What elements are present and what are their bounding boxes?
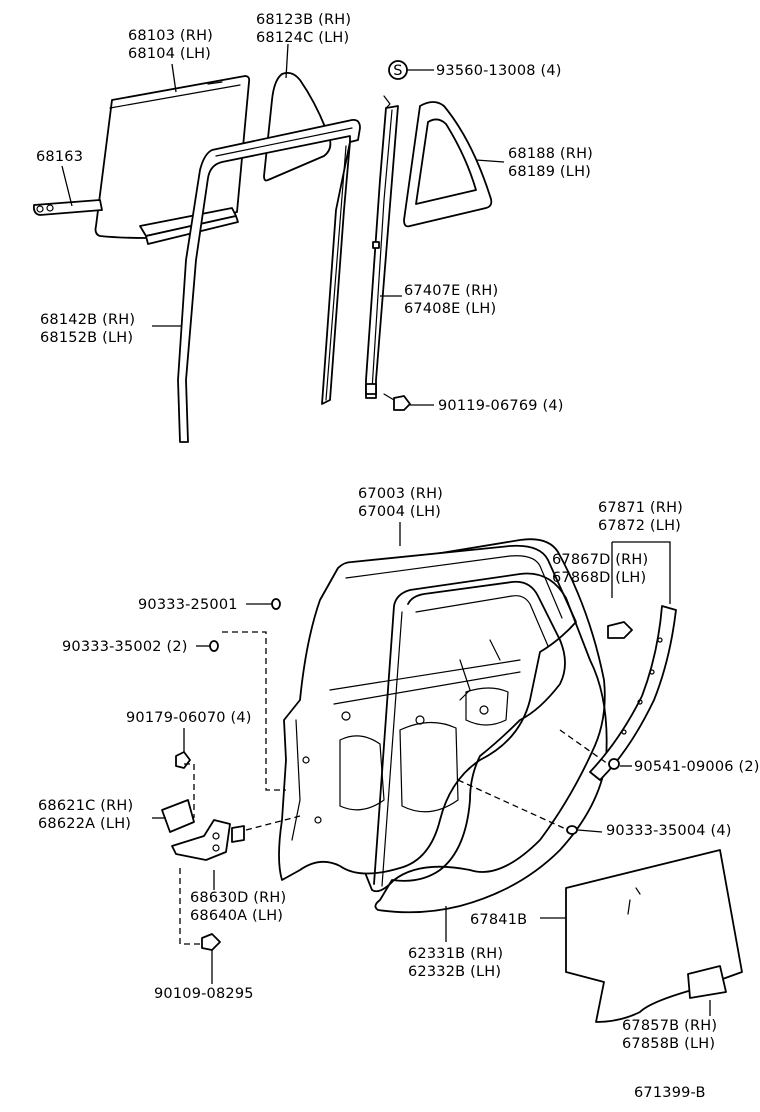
callout-67872-lh: 67872 (LH) xyxy=(598,518,681,534)
callout-90109: 90109-08295 xyxy=(154,986,254,1002)
callout-68163: 68163 xyxy=(36,149,83,165)
callout-90119: 90119-06769 (4) xyxy=(438,398,564,414)
screw-93560: S xyxy=(383,60,434,109)
door-opening-weatherstrip xyxy=(373,572,608,914)
callout-90333-35002: 90333-35002 (2) xyxy=(62,639,188,655)
callout-68152B-lh: 68152B (LH) xyxy=(40,330,133,346)
door-shell xyxy=(278,544,577,881)
callout-67408E-lh: 67408E (LH) xyxy=(404,301,496,317)
dashed-lines xyxy=(179,631,609,945)
callout-68630D-rh: 68630D (RH) xyxy=(190,890,286,906)
callout-labels: 68103 (RH) 68104 (LH) 68123B (RH) 68124C… xyxy=(36,12,760,1101)
callout-68621C-rh: 68621C (RH) xyxy=(38,798,133,814)
service-hole-cover xyxy=(565,849,743,1023)
callout-68104-lh: 68104 (LH) xyxy=(128,46,211,62)
screw-marker-label: S xyxy=(393,63,402,79)
callout-67841B: 67841B xyxy=(470,912,527,928)
callout-67858B-lh: 67858B (LH) xyxy=(622,1036,715,1052)
callout-68142B-rh: 68142B (RH) xyxy=(40,312,135,328)
callout-67867D-rh: 67867D (RH) xyxy=(552,552,648,568)
callout-67857B-rh: 67857B (RH) xyxy=(622,1018,717,1034)
plug-90333-35004 xyxy=(566,825,578,835)
cushion-90333-35002 xyxy=(209,640,219,652)
callout-68123B-rh: 68123B (RH) xyxy=(256,12,351,28)
door-hinge xyxy=(171,819,245,861)
callout-90333-35004: 90333-35004 (4) xyxy=(606,823,732,839)
callout-90541: 90541-09006 (2) xyxy=(634,759,760,775)
door-glass xyxy=(94,75,251,239)
callout-68640A-lh: 68640A (LH) xyxy=(190,908,283,924)
bolt-90179 xyxy=(175,751,191,769)
diagram-id: 671399-B xyxy=(634,1085,706,1101)
callout-68103-rh: 68103 (RH) xyxy=(128,28,213,44)
quarter-weatherstrip xyxy=(403,101,493,228)
run-channel xyxy=(177,119,361,443)
callout-68189-lh: 68189 (LH) xyxy=(508,164,591,180)
callout-62331B-rh: 62331B (RH) xyxy=(408,946,503,962)
callout-67003-rh: 67003 (RH) xyxy=(358,486,443,502)
callout-67407E-rh: 67407E (RH) xyxy=(404,283,498,299)
callout-67004-lh: 67004 (LH) xyxy=(358,504,441,520)
callout-68124C-lh: 68124C (LH) xyxy=(256,30,349,46)
division-bar xyxy=(365,105,399,399)
plug-90541 xyxy=(608,758,620,770)
hinge-cover xyxy=(161,799,195,833)
bolt-90109 xyxy=(201,933,221,951)
bolt-90119 xyxy=(383,393,411,411)
callout-67871-rh: 67871 (RH) xyxy=(598,500,683,516)
callout-90333-25001: 90333-25001 xyxy=(138,597,238,613)
door-regulator xyxy=(459,639,501,701)
callout-68622A-lh: 68622A (LH) xyxy=(38,816,131,832)
callout-62332B-lh: 62332B (LH) xyxy=(408,964,501,980)
quarter-window-glass xyxy=(263,71,332,182)
callout-93560: 93560-13008 (4) xyxy=(436,63,562,79)
callout-68188-rh: 68188 (RH) xyxy=(508,146,593,162)
callout-67868D-lh: 67868D (LH) xyxy=(552,570,646,586)
cushion-90333-25001 xyxy=(271,598,281,610)
weatherstrip-67871 xyxy=(589,605,677,781)
callout-90179: 90179-06070 (4) xyxy=(126,710,252,726)
small-cover xyxy=(687,965,727,999)
clip-67867D xyxy=(607,621,633,639)
leader-lines xyxy=(61,43,711,1016)
